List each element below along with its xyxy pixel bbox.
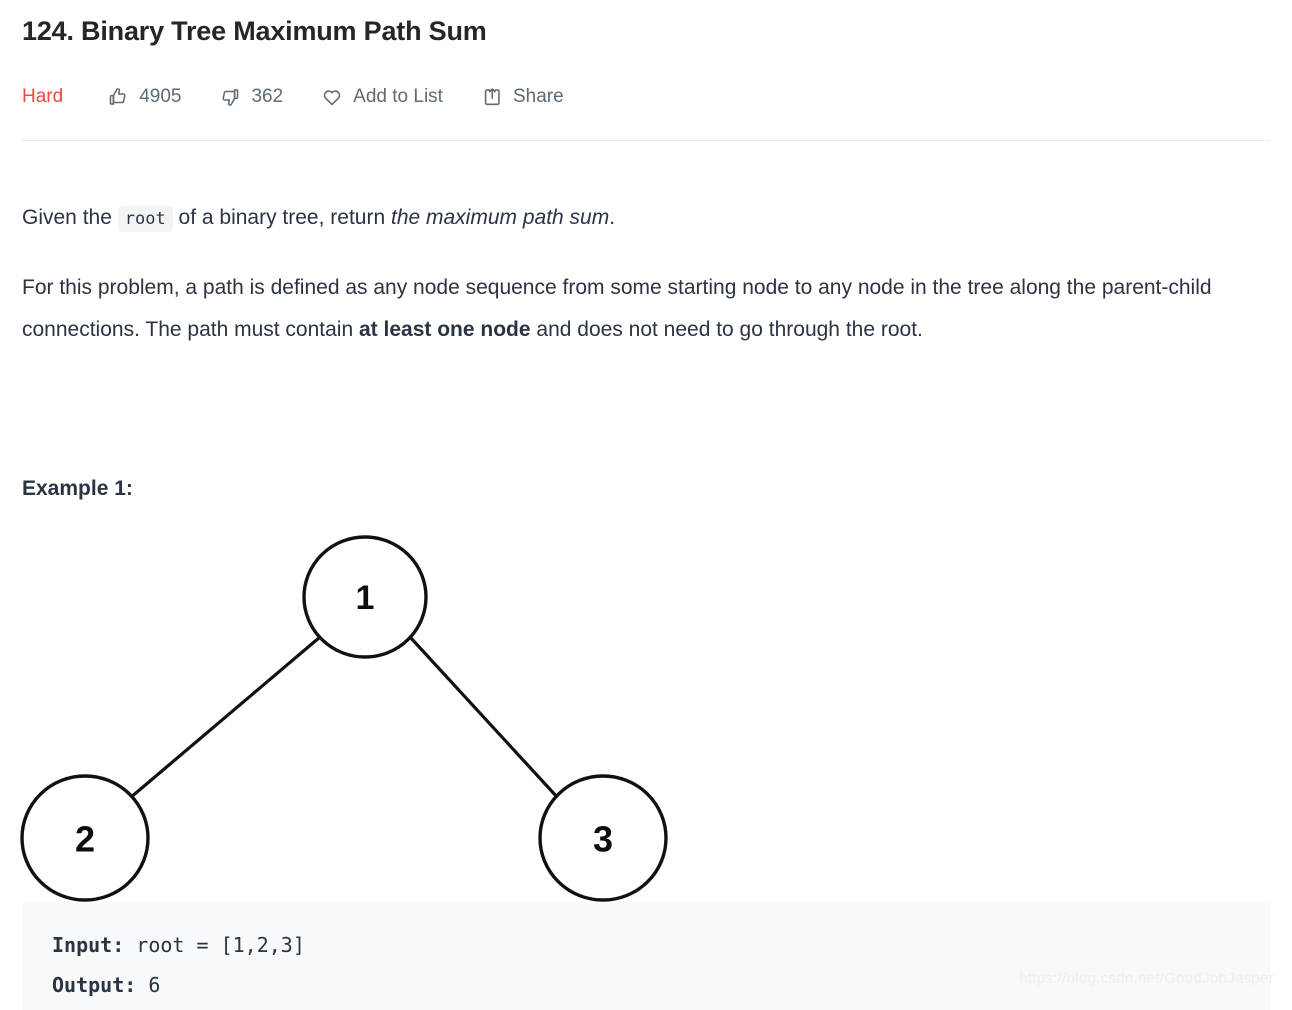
inline-code-root: root	[117, 206, 173, 232]
p1-text-before: Given the	[22, 206, 112, 229]
code-line-input: Input: root = [1,2,3]	[52, 925, 1270, 965]
example-heading: Example 1:	[22, 477, 133, 500]
tree-node-label: 2	[75, 819, 95, 860]
header-divider	[22, 140, 1270, 141]
p2-text-part-2: and does not need to go through the root…	[536, 318, 923, 341]
share-button[interactable]: Share	[481, 80, 564, 114]
tree-node-right: 3	[538, 774, 668, 902]
p1-period: .	[609, 206, 616, 229]
page-title: 124. Binary Tree Maximum Path Sum	[22, 16, 487, 46]
heart-icon	[321, 86, 343, 108]
output-label: Output:	[52, 973, 137, 997]
thumbs-down-icon	[219, 86, 241, 108]
tree-node-root: 1	[302, 535, 428, 659]
description-paragraph-1: Given the root of a binary tree, return …	[22, 197, 1252, 240]
dislike-count: 362	[251, 86, 284, 107]
thumbs-up-icon	[107, 86, 129, 108]
binary-tree-diagram: 1 2 3	[0, 515, 700, 910]
p1-italic-phrase: the maximum path sum	[390, 206, 610, 229]
like-button[interactable]: 4905	[107, 80, 181, 114]
code-line-output: Output: 6	[52, 965, 1270, 1005]
share-icon	[481, 86, 503, 108]
tree-nodes: 1 2 3	[20, 535, 668, 902]
example-code-block: Input: root = [1,2,3] Output: 6	[22, 903, 1270, 1010]
like-count: 4905	[139, 86, 182, 107]
add-to-list-label: Add to List	[353, 86, 443, 107]
description-paragraph-2: For this problem, a path is defined as a…	[22, 267, 1252, 351]
output-value: 6	[136, 973, 161, 997]
edge-root-to-left	[128, 635, 322, 800]
p2-bold-phrase: at least one node	[359, 318, 531, 341]
input-label: Input:	[52, 933, 125, 957]
share-label: Share	[512, 86, 564, 107]
p1-text-after: of a binary tree, return	[178, 206, 386, 229]
dislike-button[interactable]: 362	[219, 80, 283, 114]
p2-text-part-1: For this problem, a path is defined as a…	[22, 276, 1212, 341]
input-value: root = [1,2,3]	[124, 933, 305, 957]
edge-root-to-right	[408, 635, 560, 800]
tree-edges	[128, 635, 560, 800]
difficulty-badge: Hard	[22, 86, 64, 107]
tree-node-left: 2	[20, 774, 150, 902]
add-to-list-button[interactable]: Add to List	[321, 80, 443, 114]
tree-node-label: 3	[593, 819, 613, 860]
action-bar: Hard 4905 362	[22, 80, 564, 114]
tree-node-label: 1	[356, 579, 375, 617]
